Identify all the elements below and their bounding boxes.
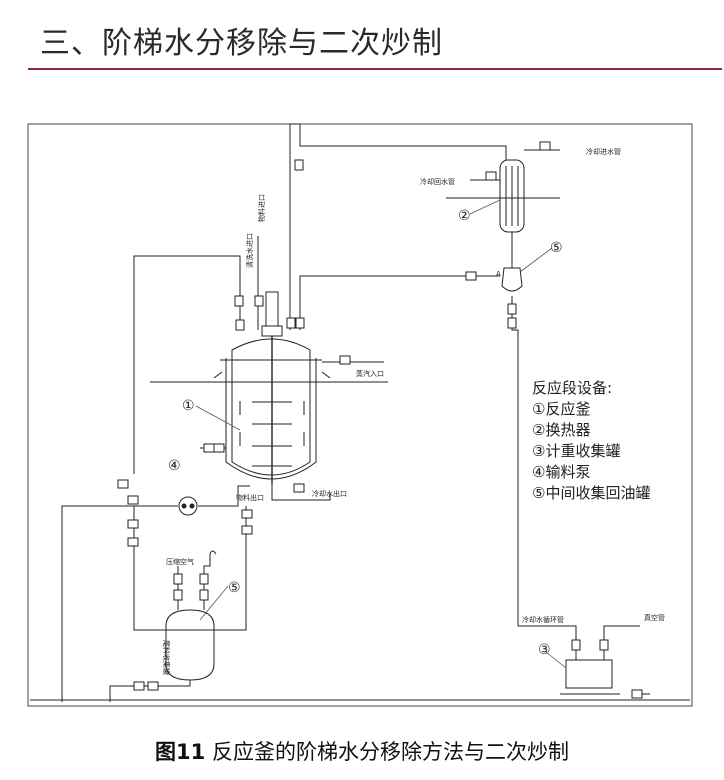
legend-title: 反应段设备: — [532, 379, 613, 397]
vapor-line — [289, 123, 507, 330]
label-cooling-water-pipe: 冷却进水管 — [586, 147, 621, 156]
marker-5a: ⑤ — [550, 240, 563, 256]
legend-item: ②换热器 — [532, 421, 591, 439]
label-cooling-water-outlet: 冷却水出口 — [312, 489, 347, 498]
legend-item: ③计重收集罐 — [532, 442, 621, 460]
label-tail-tank: 尾料收集罐 — [162, 640, 171, 675]
recycle-line — [299, 275, 500, 330]
label-cooling-return: 冷却回水管 — [420, 177, 455, 186]
marker-2: ② — [458, 208, 471, 224]
figure-label: 图11 — [155, 740, 206, 764]
marker-1: ① — [182, 398, 195, 414]
process-flow-diagram: 物料进口 清洗水进口 蒸汽入口 冷却水出口 物料出口 冷却回水管 冷却进水管 压… — [27, 123, 693, 707]
label-feed-inlet: 物料进口 — [257, 194, 266, 222]
cooling-out-line — [271, 484, 331, 501]
label-steam-inlet: 蒸汽入口 — [356, 369, 384, 378]
title-divider — [28, 68, 722, 70]
figure-caption-text: 反应釜的阶梯水分移除方法与二次炒制 — [211, 740, 569, 764]
marker-5b: ⑤ — [228, 580, 241, 596]
label-vacuum-pipe: 真空管 — [644, 613, 665, 622]
legend-item: ⑤中间收集回油罐 — [532, 484, 651, 502]
label-discharge-port: 物料出口 — [236, 493, 264, 502]
figure-caption: 图11 反应釜的阶梯水分移除方法与二次炒制 — [0, 736, 724, 766]
marker-4: ④ — [168, 458, 181, 474]
marker-3: ③ — [538, 642, 551, 658]
legend-item: ①反应釜 — [532, 400, 591, 418]
transfer-pump — [61, 447, 250, 702]
reactor-vessel — [213, 291, 331, 484]
label-marker-a: A — [496, 270, 501, 278]
weighing-tank — [518, 625, 650, 695]
equipment-legend: 反应段设备: ①反应釜 ②换热器 ③计重收集罐 ④输料泵 ⑤中间收集回油罐 — [532, 378, 650, 504]
label-cooling-circ-pipe: 冷却水循环管 — [522, 615, 564, 624]
condenser — [470, 149, 560, 233]
legend-item: ④输料泵 — [532, 463, 591, 481]
left-riser — [133, 255, 241, 474]
diagram-frame — [27, 123, 693, 707]
tail-collection-tank — [109, 506, 247, 702]
label-wash-water-inlet: 清洗水进口 — [245, 233, 254, 268]
page-title: 三、阶梯水分移除与二次炒制 — [40, 26, 443, 61]
label-compressed-air: 压缩空气 — [166, 557, 194, 566]
